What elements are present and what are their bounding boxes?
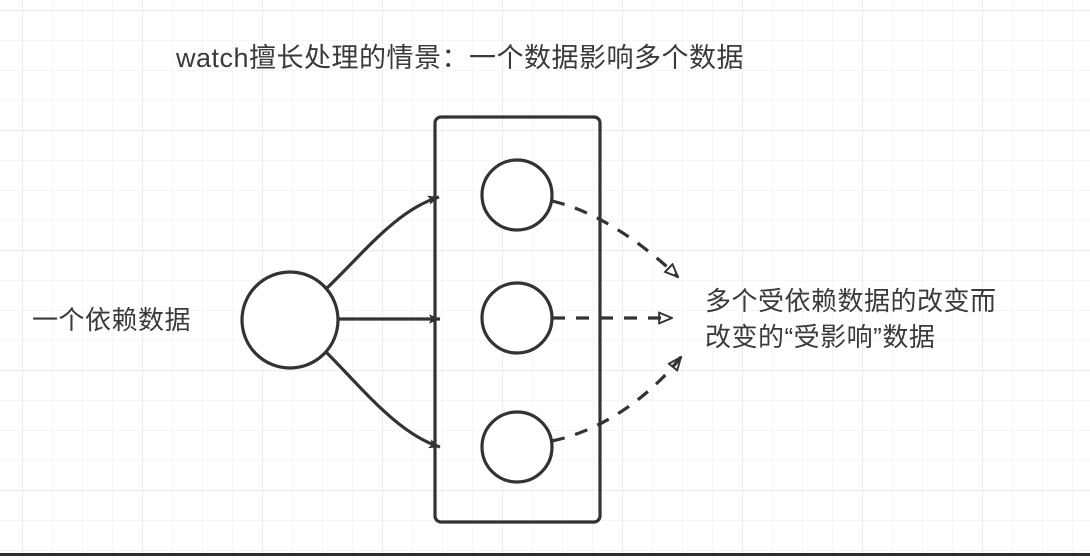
- arrow-source-to-top: [324, 195, 440, 291]
- arrow-bottom-to-affected: [551, 357, 681, 443]
- watched-node-top: [480, 158, 554, 232]
- affected-data-label: 多个受依赖数据的改变而 改变的“受影响”数据: [705, 286, 997, 352]
- diagram-title: watch擅长处理的情景：一个数据影响多个数据: [176, 43, 745, 73]
- watched-node-bottom: [480, 410, 554, 484]
- arrow-top-to-affected: [551, 199, 678, 277]
- bottom-border-rule: [0, 553, 1090, 556]
- watched-node-middle: [480, 281, 554, 355]
- dependency-source-circle: [240, 270, 340, 370]
- arrow-source-to-bottom: [324, 350, 441, 449]
- source-node-label: 一个依赖数据: [32, 305, 192, 335]
